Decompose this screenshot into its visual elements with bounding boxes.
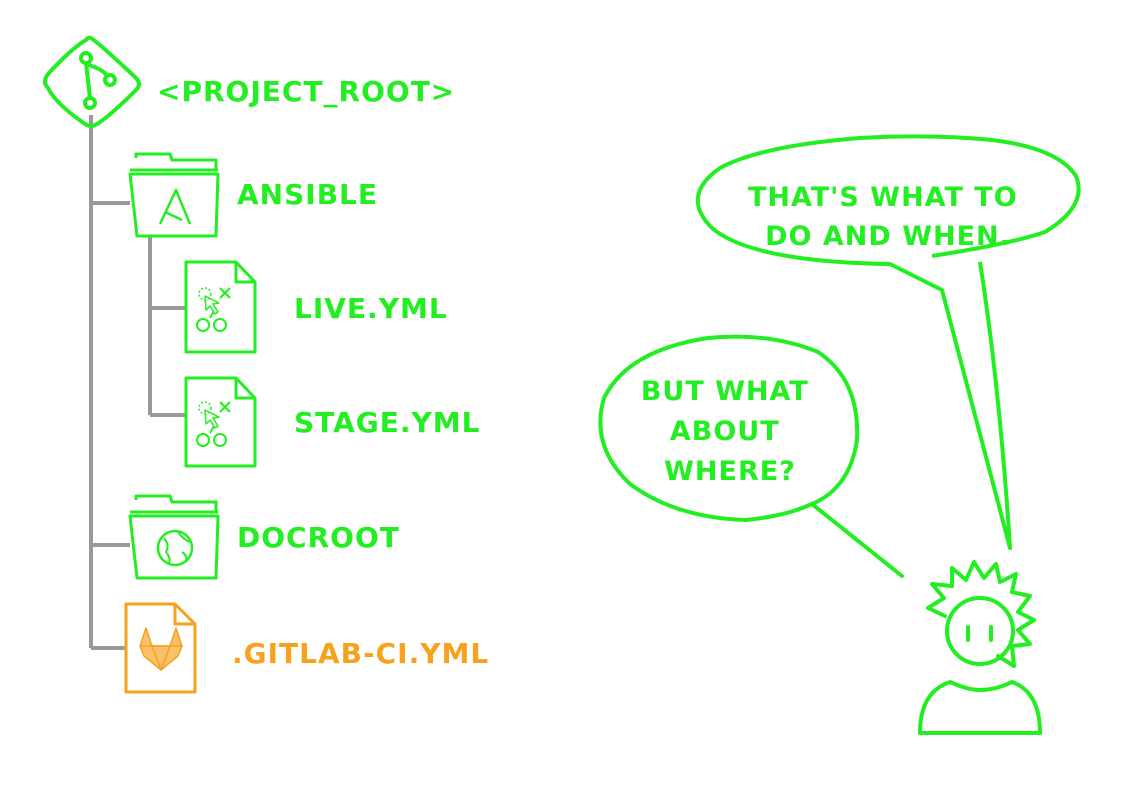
person-icon	[918, 560, 1042, 735]
tree-connectors	[89, 115, 185, 650]
upper-speech-bubble	[695, 134, 1081, 550]
upper-bubble-text: THAT'S WHAT TO DO AND WHEN.	[748, 182, 1028, 252]
lower-bubble-text: BUT WHAT ABOUT WHERE?	[641, 376, 819, 487]
tree-item-gitlab-ci: .GITLAB-CI.YML	[232, 637, 489, 670]
root-label: <PROJECT_ROOT>	[157, 75, 455, 108]
ansible-folder-icon	[128, 152, 220, 238]
tree-item-ansible: ANSIBLE	[237, 178, 378, 211]
playbook-file-icon	[184, 376, 257, 468]
tree-item-stage-yml: STAGE.YML	[294, 406, 481, 439]
globe-folder-icon	[128, 494, 220, 580]
playbook-file-icon	[184, 260, 257, 354]
lower-speech-bubble	[598, 334, 904, 578]
gitlab-file-icon	[124, 602, 197, 694]
tree-item-live-yml: LIVE.YML	[294, 292, 448, 325]
git-icon	[43, 35, 141, 128]
tree-item-docroot: DOCROOT	[237, 521, 400, 554]
